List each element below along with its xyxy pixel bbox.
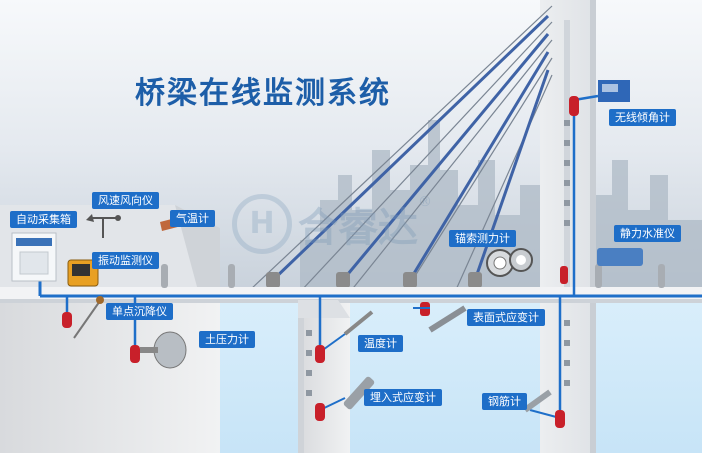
bridge-deck (0, 287, 702, 301)
label-anchor-cable-meter: 锚索测力计 (449, 230, 516, 247)
label-anemometer: 风速风向仪 (92, 192, 159, 209)
label-settlement-gauge: 单点沉降仪 (106, 303, 173, 320)
watermark-brand: 合睿达 (298, 205, 418, 251)
label-auto-collection-box: 自动采集箱 (10, 211, 77, 228)
brand-logo-icon: H (232, 194, 292, 254)
label-vibration-monitor: 振动监测仪 (92, 252, 159, 269)
label-air-temperature: 气温计 (170, 210, 215, 227)
label-rebar-meter: 钢筋计 (482, 393, 527, 410)
label-earth-pressure-gauge: 土压力计 (199, 331, 255, 348)
label-surface-strain-gauge: 表面式应变计 (467, 309, 545, 326)
static-level-device (597, 248, 643, 266)
label-thermometer: 温度计 (358, 335, 403, 352)
label-wireless-inclinometer: 无线倾角计 (609, 109, 676, 126)
registered-mark: ® (418, 194, 432, 210)
label-static-level: 静力水准仪 (614, 225, 681, 242)
page-title: 桥梁在线监测系统 (135, 76, 391, 111)
label-embedded-strain-gauge: 埋入式应变计 (364, 389, 442, 406)
earth-pressure-device (153, 331, 187, 369)
